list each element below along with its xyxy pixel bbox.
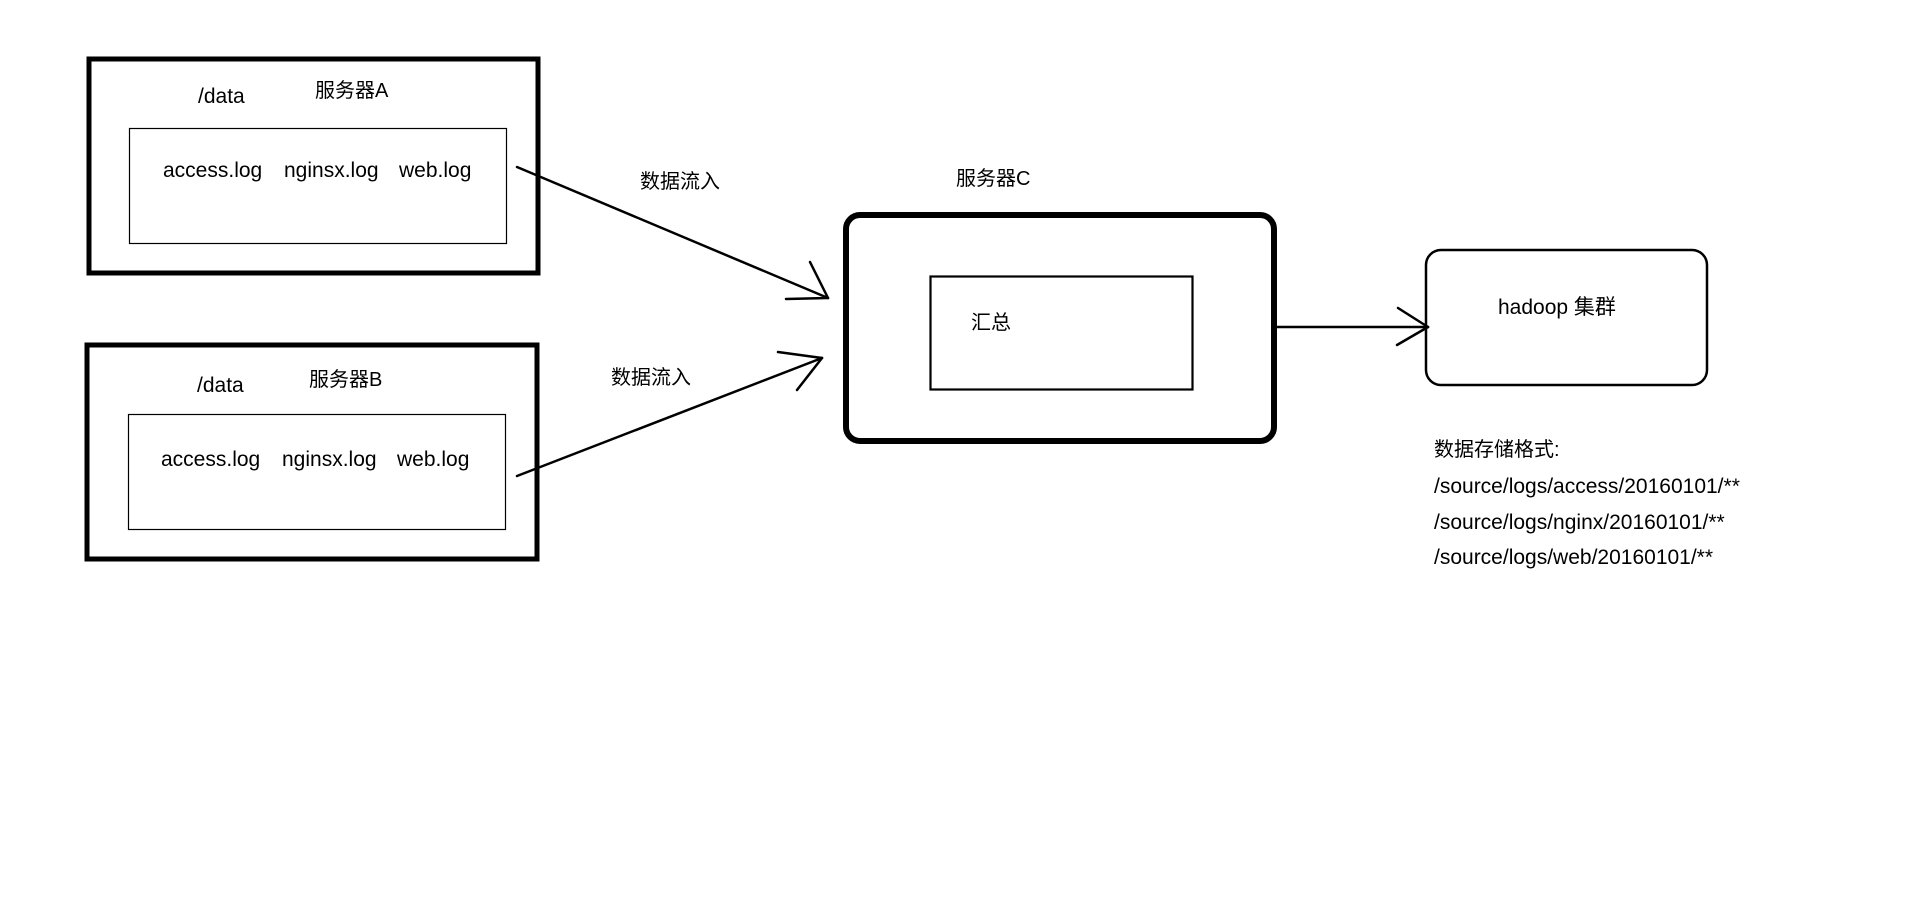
server-a-title: 服务器A [315, 80, 389, 102]
hadoop-cluster-box [1424, 248, 1709, 387]
flow-arrow-c-hadoop [1275, 306, 1430, 347]
server-b-path-label: /data [197, 374, 244, 397]
server-a-box [86, 56, 541, 276]
server-a-file: nginsx.log [284, 159, 379, 182]
storage-path: /source/logs/web/20160101/** [1434, 546, 1714, 569]
server-b-files-box [127, 413, 507, 531]
server-c-title: 服务器C [956, 168, 1031, 190]
server-a-path-label: /data [198, 85, 245, 108]
server-c-box [843, 212, 1277, 444]
flow-arrow-a [515, 165, 830, 301]
storage-format-title: 数据存储格式: [1434, 439, 1560, 461]
aggregate-label: 汇总 [971, 312, 1011, 334]
server-a-file: web.log [399, 159, 472, 182]
server-b-title: 服务器B [309, 369, 383, 391]
server-b-box [84, 342, 540, 562]
flow-a-label: 数据流入 [640, 171, 720, 193]
flow-arrow-b [515, 350, 824, 478]
server-b-file: web.log [397, 448, 470, 471]
server-a-files-box [128, 127, 508, 245]
aggregate-box [929, 275, 1194, 391]
flow-b-label: 数据流入 [611, 367, 691, 389]
server-a-file: access.log [163, 159, 263, 182]
hadoop-cluster-label: hadoop 集群 [1498, 296, 1616, 319]
storage-path: /source/logs/access/20160101/** [1434, 475, 1740, 498]
storage-path: /source/logs/nginx/20160101/** [1434, 511, 1725, 534]
server-b-file: nginsx.log [282, 448, 377, 471]
server-b-file: access.log [161, 448, 261, 471]
